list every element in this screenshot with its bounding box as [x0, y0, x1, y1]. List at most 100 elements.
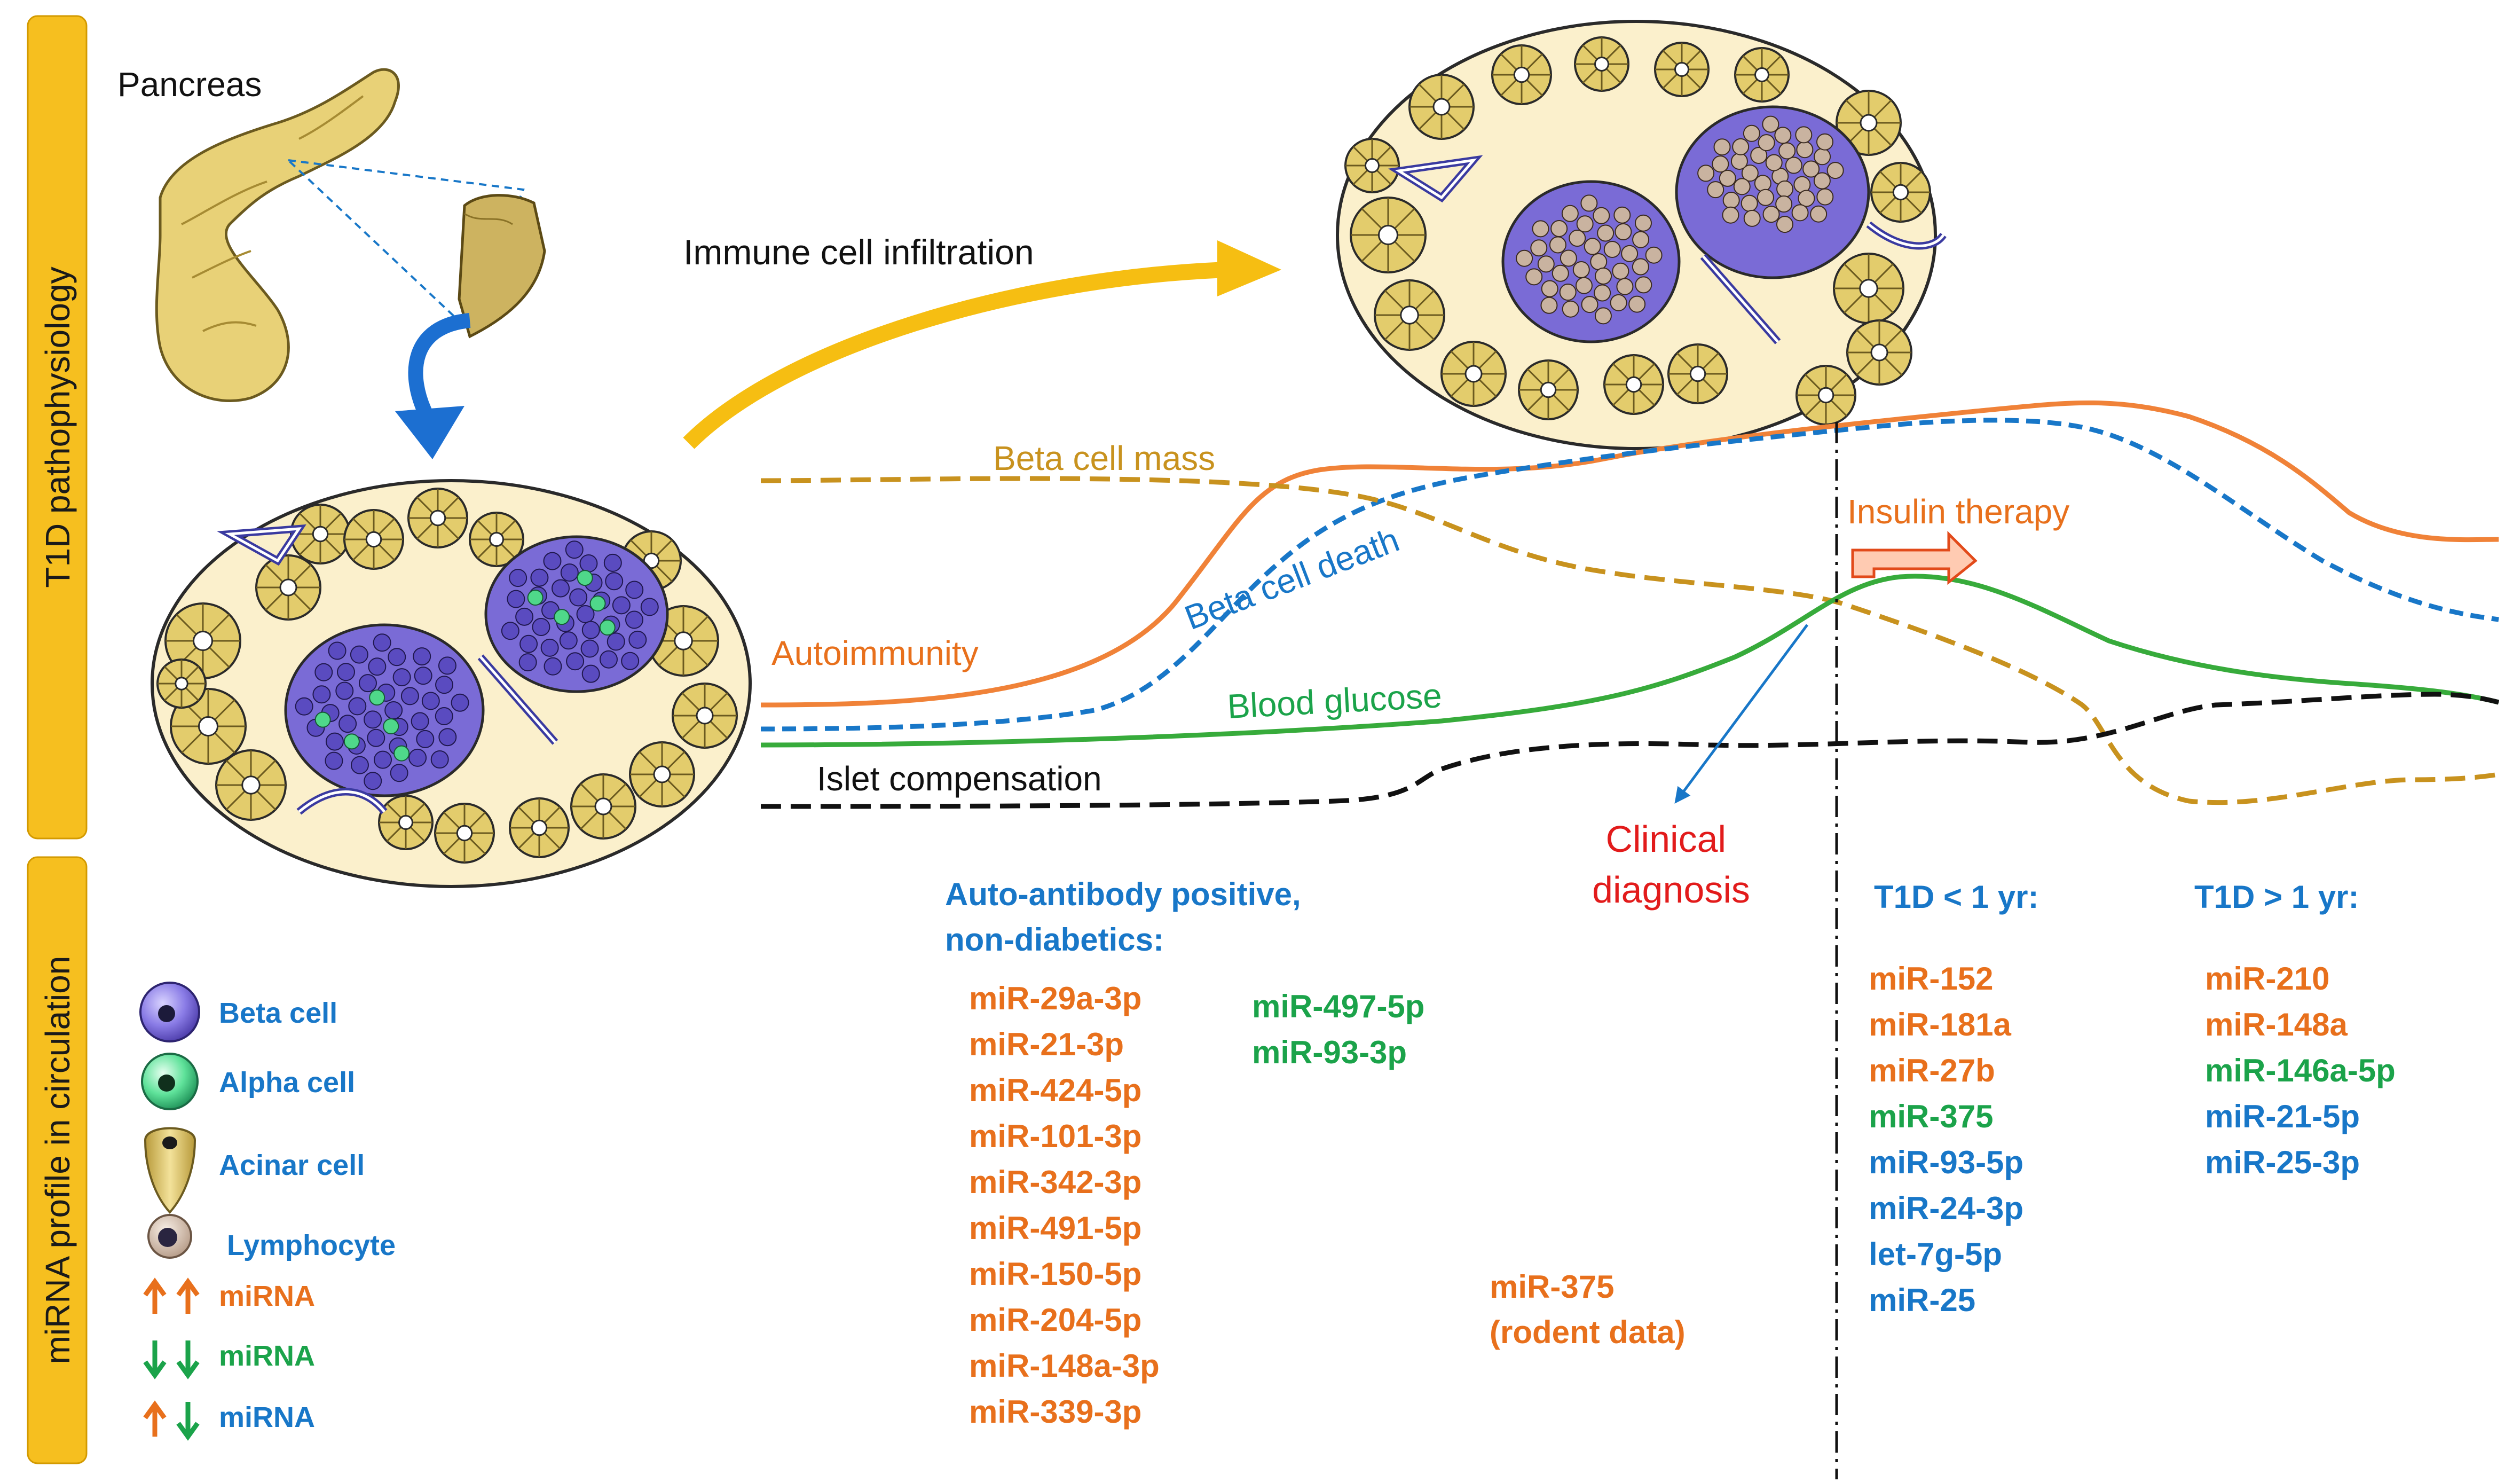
t1d-lt-1yr-group: T1D < 1 yr: miR-152miR-181amiR-27bmiR-37…	[1869, 879, 2038, 1318]
lymphocyte-shape	[1741, 194, 1758, 212]
lymphocyte-shape	[1719, 169, 1736, 187]
alpha-cell-shape	[314, 711, 331, 728]
lymphocyte-shape	[1597, 224, 1615, 242]
acinus-lumen	[1674, 62, 1689, 77]
sidebar-bottom: miRNA profile in circulation	[27, 856, 88, 1464]
lymphocyte-shape	[1816, 188, 1834, 206]
acinus-divider	[378, 518, 395, 535]
beta-cell-shape	[368, 657, 387, 676]
lymphocyte-shape	[1757, 189, 1774, 206]
acinus-divider	[518, 832, 535, 849]
acinus-divider	[710, 692, 728, 711]
acinus-lumen	[1860, 114, 1878, 132]
acinus-divider	[416, 497, 434, 514]
acinus-divider	[689, 615, 709, 636]
alpha-cell-shape	[527, 590, 544, 606]
lymphocyte-shape	[1560, 249, 1577, 267]
acinus-lumen	[1464, 365, 1483, 383]
up-down-arrows-icon	[143, 1400, 200, 1441]
acinus-divider	[518, 806, 535, 824]
sidebar-bottom-label: miRNA profile in circulation	[38, 956, 77, 1365]
acinus-divider	[1527, 394, 1544, 411]
clinical-diagnosis-label: Clinical diagnosis	[1592, 818, 1750, 911]
beta-cell-mass-curve	[760, 476, 2499, 805]
insulin-therapy-arrow	[1851, 530, 1978, 585]
acinus-lumen	[1365, 158, 1380, 173]
lymphocyte-shape	[1722, 206, 1739, 224]
lymphocyte-shape	[1802, 160, 1820, 178]
acinus-divider	[256, 790, 277, 811]
lymphocyte-shape	[1537, 255, 1555, 273]
beta-cell-shape	[350, 756, 369, 774]
acinus-divider	[1478, 350, 1497, 369]
lymphocyte-shape	[1581, 296, 1598, 313]
beta-cell-shape	[530, 568, 549, 587]
lymphocyte-shape	[1750, 146, 1768, 164]
beta-cell-shape	[628, 630, 647, 649]
up-up-arrows-icon	[143, 1277, 200, 1314]
acinus-lumen	[429, 509, 446, 527]
inflamed-tissue-section	[1336, 20, 1947, 450]
acinus-divider	[352, 518, 369, 535]
acinus-divider	[500, 520, 516, 536]
acinus-lumen	[1378, 225, 1398, 245]
acinus-lumen	[1892, 184, 1909, 201]
autoantibody-orange-item: miR-101-3p	[969, 1118, 1141, 1154]
beta-cell-shape	[507, 590, 525, 608]
t1d-gt-1yr-item: miR-210	[2205, 961, 2329, 997]
beta-cell-shape	[314, 663, 333, 681]
beta-cell-shape	[364, 772, 382, 790]
acinus-divider	[1526, 79, 1543, 96]
acinus-divider	[667, 751, 686, 770]
beta-cell-shape	[581, 664, 600, 683]
lymphocyte-shape	[1712, 155, 1729, 173]
time-course-curves	[760, 400, 2500, 1479]
alpha-cell-shape	[599, 620, 616, 636]
beta-cell-shape	[430, 750, 449, 769]
acinus-divider	[1415, 320, 1435, 341]
acinus-lumen	[398, 815, 413, 830]
lymphocyte-shape	[1785, 156, 1802, 174]
lymphocyte-shape	[1798, 190, 1815, 207]
lymphocyte-shape	[1584, 238, 1601, 255]
lymphocyte-shape	[1616, 278, 1634, 295]
acinus-divider	[352, 544, 369, 561]
lymphocyte-shape	[1754, 175, 1771, 192]
lymphocyte-shape	[1813, 172, 1831, 190]
acinus-divider	[176, 614, 197, 635]
autoantibody-heading: Auto-antibody positive, non-diabetics:	[945, 876, 1310, 958]
down-down-arrows-icon	[143, 1340, 200, 1379]
acinus-divider	[1856, 329, 1875, 348]
beta-cell-shape	[374, 750, 392, 769]
acinus-divider	[1605, 44, 1621, 60]
lymphocyte-shape	[1826, 162, 1844, 179]
acinus-divider	[1905, 197, 1922, 214]
legend-beta-cell: Beta cell	[219, 997, 337, 1029]
acinus-divider	[185, 666, 199, 680]
lymphocyte-shape	[1603, 240, 1621, 258]
acinus-divider	[185, 687, 199, 701]
beta-cell-mass-label: Beta cell mass	[993, 439, 1215, 477]
beta-cell-shape	[364, 710, 382, 729]
lymphocyte-shape	[1532, 220, 1549, 238]
lymphocyte-shape	[1776, 216, 1793, 233]
acinus-divider	[225, 790, 246, 811]
acinus-divider	[1553, 368, 1570, 386]
autoantibody-orange-item: miR-342-3p	[969, 1164, 1141, 1200]
acinus-divider	[1676, 352, 1694, 370]
acinus-divider	[1905, 171, 1922, 188]
beta-cell-shape	[518, 653, 537, 672]
lymphocyte-shape	[1765, 154, 1783, 171]
lymphocyte-shape	[1775, 195, 1793, 213]
alpha-cell-icon	[141, 1053, 199, 1110]
t1d-gt-1yr-heading: T1D > 1 yr:	[2194, 879, 2359, 915]
acinus-divider	[1384, 320, 1404, 341]
acinus-divider	[209, 614, 230, 635]
lymphocyte-shape	[1722, 192, 1740, 209]
acinus-divider	[1662, 73, 1678, 89]
acinus-divider	[544, 806, 561, 824]
acinus-lumen	[1870, 343, 1888, 362]
acinus-divider	[1843, 263, 1863, 283]
acinus-divider	[1766, 55, 1782, 71]
